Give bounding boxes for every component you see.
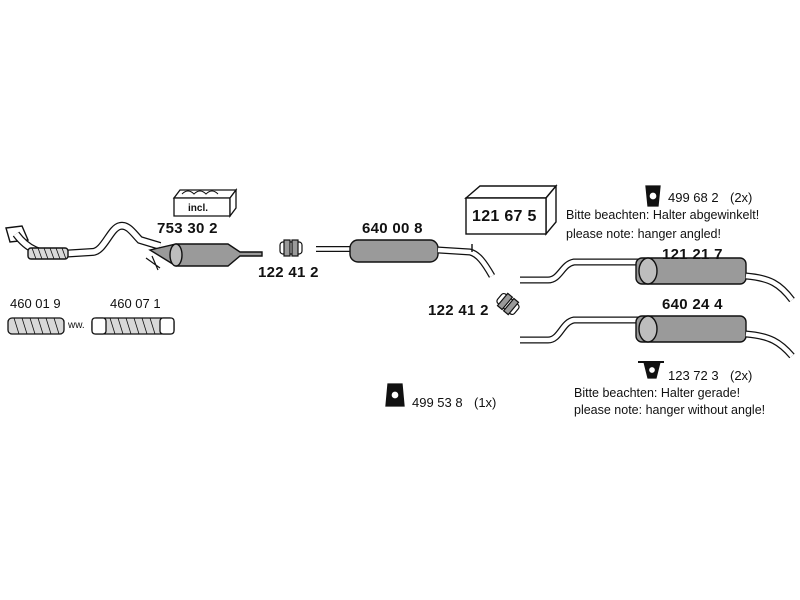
mounting-kit-box-121675 — [464, 184, 558, 236]
incl-label: incl. — [188, 203, 209, 214]
clamp-122412-mid — [496, 292, 520, 316]
rear-silencer-640244 — [520, 315, 795, 359]
part-number-460071: 460 07 1 — [110, 296, 161, 311]
hanger-499682-icon — [645, 185, 661, 207]
part-number-121675: 121 67 5 — [472, 208, 537, 225]
flex-pipes — [7, 317, 175, 335]
hanger-499538-number: 499 53 8 — [412, 395, 463, 410]
clamp-122412-top — [279, 239, 303, 257]
part-number-460019: 460 01 9 — [10, 296, 61, 311]
part-number-753302: 753 30 2 — [157, 220, 218, 237]
middle-silencer — [316, 239, 496, 278]
hanger-123723-qty: (2x) — [730, 368, 753, 383]
note-angled-en: please note: hanger angled! — [566, 227, 721, 241]
note-angled-de: Bitte beachten: Halter abgewinkelt! — [566, 208, 760, 222]
note-straight-de: Bitte beachten: Halter gerade! — [574, 386, 741, 400]
mounting-kit-box — [172, 188, 238, 218]
hanger-499682-number: 499 68 2 — [668, 190, 719, 205]
part-number-122412-mid: 122 41 2 — [428, 302, 489, 319]
part-number-640008: 640 00 8 — [362, 220, 423, 237]
hanger-499538-icon — [385, 383, 405, 407]
hanger-123723-number: 123 72 3 — [668, 368, 719, 383]
part-number-122412-top: 122 41 2 — [258, 264, 319, 281]
catalytic-converter — [145, 243, 263, 271]
note-straight-en: please note: hanger without angle! — [574, 403, 766, 417]
part-number-121217: 121 21 7 — [662, 246, 723, 263]
part-number-640244: 640 24 4 — [662, 296, 723, 313]
hanger-499682-qty: (2x) — [730, 190, 753, 205]
front-pipe — [5, 221, 162, 260]
hanger-499538-qty: (1x) — [474, 395, 497, 410]
ww-label: ww. — [68, 320, 85, 331]
hanger-123723-icon — [638, 361, 664, 379]
rear-silencer-121217 — [520, 257, 795, 303]
